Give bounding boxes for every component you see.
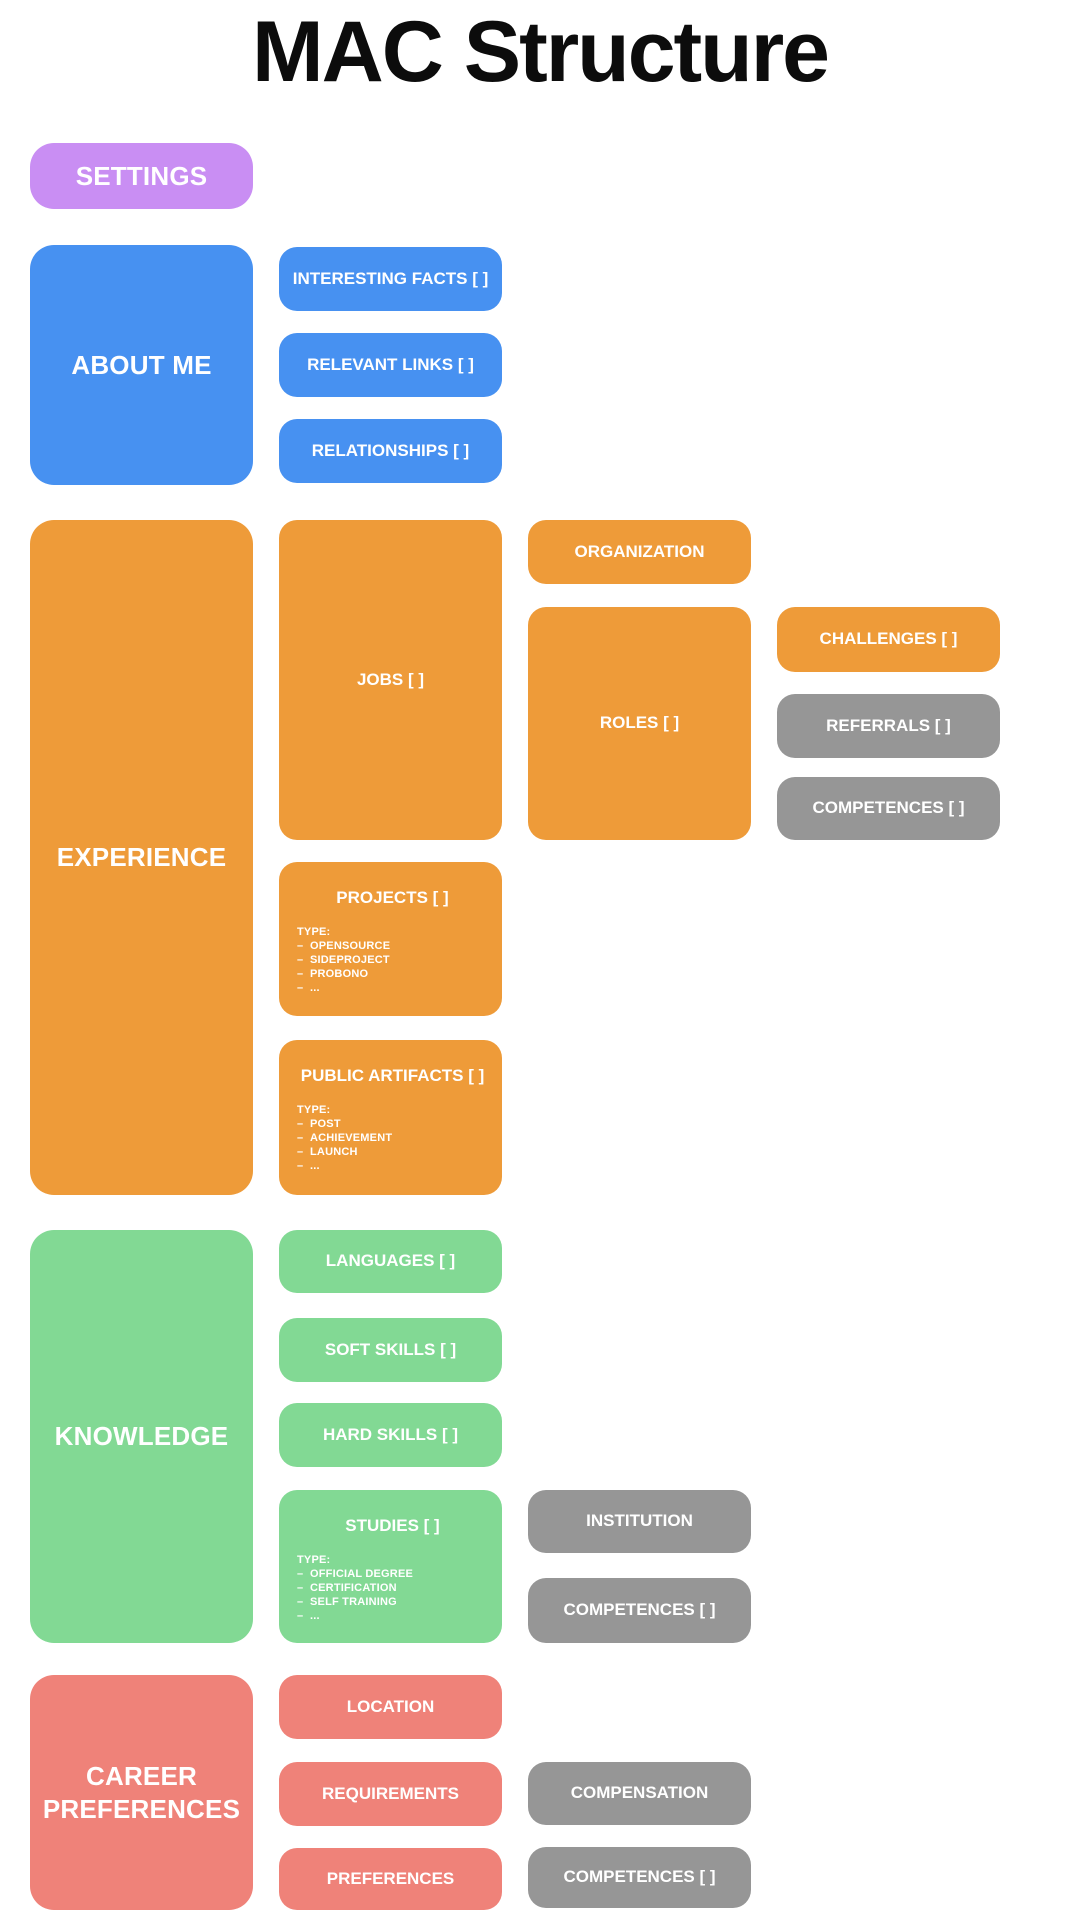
roles-competences-label: COMPETENCES [ ] bbox=[812, 798, 965, 818]
settings-label: SETTINGS bbox=[75, 160, 208, 191]
challenges-label: CHALLENGES [ ] bbox=[819, 629, 958, 649]
requirements-label: REQUIREMENTS bbox=[322, 1783, 459, 1803]
projects-box[interactable]: PROJECTS [ ] TYPE: OPENSOURCE SIDEPROJEC… bbox=[279, 862, 502, 1016]
studies-box[interactable]: STUDIES [ ] TYPE: OFFICIAL DEGREE CERTIF… bbox=[279, 1490, 502, 1643]
relationships-box[interactable]: RELATIONSHIPS [ ] bbox=[279, 419, 502, 483]
studies-competences-box[interactable]: COMPETENCES [ ] bbox=[528, 1578, 751, 1643]
type-item: ... bbox=[297, 1159, 488, 1173]
experience-label: EXPERIENCE bbox=[56, 842, 227, 873]
career-preferences-label: CAREER PREFERENCES bbox=[42, 1761, 241, 1824]
compensation-box[interactable]: COMPENSATION bbox=[528, 1762, 751, 1825]
type-item: ... bbox=[297, 1609, 488, 1623]
knowledge-box[interactable]: KNOWLEDGE bbox=[30, 1230, 253, 1643]
institution-label: INSTITUTION bbox=[586, 1511, 693, 1531]
hard-skills-box[interactable]: HARD SKILLS [ ] bbox=[279, 1403, 502, 1467]
languages-box[interactable]: LANGUAGES [ ] bbox=[279, 1230, 502, 1293]
projects-label: PROJECTS [ ] bbox=[336, 888, 449, 907]
referrals-label: REFERRALS [ ] bbox=[826, 715, 951, 735]
career-preferences-box[interactable]: CAREER PREFERENCES bbox=[30, 1675, 253, 1910]
public-artifacts-type-list: POST ACHIEVEMENT LAUNCH ... bbox=[297, 1117, 488, 1173]
type-item: ACHIEVEMENT bbox=[297, 1131, 488, 1145]
type-item: SELF TRAINING bbox=[297, 1595, 488, 1609]
organization-label: ORGANIZATION bbox=[574, 541, 705, 561]
organization-box[interactable]: ORGANIZATION bbox=[528, 520, 751, 584]
preferences-label: PREFERENCES bbox=[326, 1868, 455, 1888]
requirements-box[interactable]: REQUIREMENTS bbox=[279, 1762, 502, 1826]
type-item: LAUNCH bbox=[297, 1145, 488, 1159]
location-label: LOCATION bbox=[346, 1696, 435, 1716]
settings-box[interactable]: SETTINGS bbox=[30, 143, 253, 209]
preferences-box[interactable]: PREFERENCES bbox=[279, 1848, 502, 1910]
relationships-label: RELATIONSHIPS [ ] bbox=[311, 440, 470, 460]
type-item: ... bbox=[297, 981, 488, 995]
projects-type-heading: TYPE: bbox=[297, 926, 331, 938]
roles-competences-box[interactable]: COMPETENCES [ ] bbox=[777, 777, 1000, 840]
jobs-box[interactable]: JOBS [ ] bbox=[279, 520, 502, 840]
studies-type-list: OFFICIAL DEGREE CERTIFICATION SELF TRAIN… bbox=[297, 1567, 488, 1623]
type-item: POST bbox=[297, 1117, 488, 1131]
type-item: OPENSOURCE bbox=[297, 939, 488, 953]
interesting-facts-label: INTERESTING FACTS [ ] bbox=[292, 268, 489, 288]
page-title: MAC Structure bbox=[251, 3, 830, 100]
languages-label: LANGUAGES [ ] bbox=[325, 1251, 456, 1271]
public-artifacts-box[interactable]: PUBLIC ARTIFACTS [ ] TYPE: POST ACHIEVEM… bbox=[279, 1040, 502, 1195]
soft-skills-label: SOFT SKILLS [ ] bbox=[324, 1339, 457, 1359]
relevant-links-box[interactable]: RELEVANT LINKS [ ] bbox=[279, 333, 502, 397]
referrals-box[interactable]: REFERRALS [ ] bbox=[777, 694, 1000, 758]
location-box[interactable]: LOCATION bbox=[279, 1675, 502, 1739]
interesting-facts-box[interactable]: INTERESTING FACTS [ ] bbox=[279, 247, 502, 311]
studies-label: STUDIES [ ] bbox=[345, 1516, 440, 1535]
hard-skills-label: HARD SKILLS [ ] bbox=[322, 1424, 459, 1444]
projects-type-list: OPENSOURCE SIDEPROJECT PROBONO ... bbox=[297, 939, 488, 995]
about-me-box[interactable]: ABOUT ME bbox=[30, 245, 253, 485]
soft-skills-box[interactable]: SOFT SKILLS [ ] bbox=[279, 1318, 502, 1382]
type-item: PROBONO bbox=[297, 967, 488, 981]
knowledge-label: KNOWLEDGE bbox=[54, 1421, 229, 1452]
jobs-label: JOBS [ ] bbox=[356, 669, 425, 689]
experience-box[interactable]: EXPERIENCE bbox=[30, 520, 253, 1195]
requirements-competences-label: COMPETENCES [ ] bbox=[563, 1867, 716, 1887]
public-artifacts-label: PUBLIC ARTIFACTS [ ] bbox=[300, 1066, 485, 1085]
relevant-links-label: RELEVANT LINKS [ ] bbox=[307, 354, 474, 374]
roles-box[interactable]: ROLES [ ] bbox=[528, 607, 751, 840]
studies-competences-label: COMPETENCES [ ] bbox=[563, 1600, 716, 1620]
public-artifacts-type-heading: TYPE: bbox=[297, 1104, 331, 1116]
institution-box[interactable]: INSTITUTION bbox=[528, 1490, 751, 1553]
studies-type-heading: TYPE: bbox=[297, 1554, 331, 1566]
about-me-label: ABOUT ME bbox=[71, 349, 212, 380]
challenges-box[interactable]: CHALLENGES [ ] bbox=[777, 607, 1000, 672]
roles-label: ROLES [ ] bbox=[599, 713, 680, 733]
requirements-competences-box[interactable]: COMPETENCES [ ] bbox=[528, 1847, 751, 1908]
type-item: CERTIFICATION bbox=[297, 1581, 488, 1595]
compensation-label: COMPENSATION bbox=[570, 1783, 709, 1803]
type-item: SIDEPROJECT bbox=[297, 953, 488, 967]
type-item: OFFICIAL DEGREE bbox=[297, 1567, 488, 1581]
